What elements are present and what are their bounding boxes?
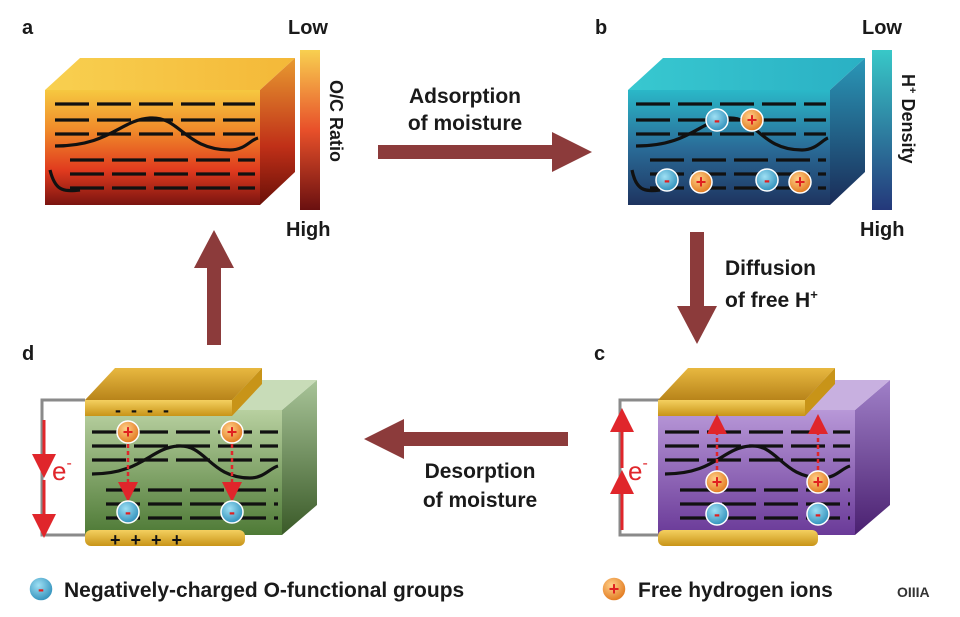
- arrow-label-line2: of free H+: [725, 287, 818, 312]
- panel-label-c: c: [594, 343, 605, 365]
- svg-text:-: -: [38, 579, 44, 599]
- panel-a: a Low High O/C Ratio: [22, 17, 346, 241]
- svg-text:-: -: [229, 502, 235, 522]
- circuit-wire: [618, 398, 660, 537]
- arrow-label-line1: Desorption: [425, 460, 536, 483]
- h-density-scale-bar: [872, 50, 892, 210]
- svg-text:+: +: [123, 422, 134, 442]
- arrow-diffusion: Diffusion of free H+: [677, 232, 818, 344]
- legend-negative-label: Negatively-charged O-functional groups: [64, 579, 464, 602]
- top-electrode-front: [85, 400, 232, 416]
- pos-ion: +: [116, 420, 140, 444]
- scale-high-label: High: [860, 219, 904, 241]
- electron-label: e-: [52, 455, 72, 486]
- oc-ratio-scale-bar: [300, 50, 320, 210]
- svg-text:+: +: [813, 472, 824, 492]
- block-side: [282, 380, 317, 535]
- svg-text:+: +: [747, 110, 758, 130]
- neg-ion: -: [705, 108, 729, 132]
- block-side: [830, 58, 865, 205]
- scale-title: O/C Ratio: [326, 80, 346, 162]
- top-electrode-side: [805, 368, 835, 416]
- pos-ion: +: [220, 420, 244, 444]
- block-side: [855, 380, 890, 535]
- arrow-label-line2: of moisture: [423, 489, 537, 512]
- svg-text:+: +: [712, 472, 723, 492]
- svg-text:-: -: [714, 504, 720, 524]
- svg-text:+: +: [795, 172, 806, 192]
- neg-ion: -: [806, 502, 830, 526]
- svg-text:H+ Density: H+ Density: [898, 74, 918, 163]
- block-top: [45, 58, 295, 90]
- arrow-label-line2: of moisture: [408, 112, 522, 135]
- arrow-adsorption: Adsorption of moisture: [378, 85, 592, 172]
- legend: - Negatively-charged O-functional groups…: [28, 576, 930, 602]
- panel-label-d: d: [22, 343, 34, 365]
- svg-text:-: -: [714, 110, 720, 130]
- svg-text:-: -: [815, 504, 821, 524]
- pos-ion: +: [806, 470, 830, 494]
- arrow-return-up: [194, 230, 234, 345]
- top-electrode: [658, 368, 835, 400]
- graphene-curves: [48, 116, 259, 193]
- neg-ion: -: [116, 500, 140, 524]
- top-electrode-side: [232, 368, 262, 416]
- pos-ion: +: [705, 470, 729, 494]
- bottom-positive-charges: + + + +: [110, 530, 182, 550]
- svg-text:+: +: [696, 172, 707, 192]
- bottom-electrode: [658, 530, 818, 546]
- svg-text:+: +: [609, 579, 620, 599]
- pos-ion: +: [689, 170, 713, 194]
- pos-ion: +: [740, 108, 764, 132]
- watermark: OIIIA: [897, 584, 930, 600]
- panel-b: b - + - + - + Low High H+ Density: [595, 17, 918, 241]
- neg-ion: -: [655, 168, 679, 192]
- arrow-label-line1: Diffusion: [725, 257, 816, 280]
- block-side: [260, 58, 295, 205]
- svg-text:-: -: [664, 170, 670, 190]
- neg-ion: -: [220, 500, 244, 524]
- top-electrode-front: [658, 400, 805, 416]
- arrow-desorption: Desorption of moisture: [364, 419, 568, 512]
- bottom-electrode: [85, 530, 245, 546]
- scale-low-label: Low: [288, 17, 328, 39]
- block-front: [45, 90, 260, 205]
- panel-c: c e- + + - -: [594, 343, 890, 546]
- panel-label-b: b: [595, 17, 607, 39]
- graphene-curves: [91, 444, 279, 480]
- graphene-curves: [664, 444, 851, 480]
- svg-text:+: +: [227, 422, 238, 442]
- scale-title: H+ Density: [898, 74, 918, 163]
- legend-pos-ion-icon: +: [601, 576, 627, 602]
- svg-text:-: -: [764, 170, 770, 190]
- legend-neg-ion-icon: -: [28, 576, 54, 602]
- top-negative-charges: - - - -: [115, 400, 169, 420]
- scale-high-label: High: [286, 219, 330, 241]
- panel-label-a: a: [22, 17, 34, 39]
- block-top: [628, 58, 865, 90]
- panel-d: d e- - - - - + + + + + +: [22, 343, 317, 550]
- legend-positive-label: Free hydrogen ions: [638, 579, 833, 602]
- pos-ion: +: [788, 170, 812, 194]
- arrow-label-line1: Adsorption: [409, 85, 521, 108]
- electron-label: e-: [628, 455, 648, 486]
- scale-low-label: Low: [862, 17, 902, 39]
- neg-ion: -: [705, 502, 729, 526]
- neg-ion: -: [755, 168, 779, 192]
- svg-text:-: -: [125, 502, 131, 522]
- top-electrode: [85, 368, 262, 400]
- graphene-layers: [55, 102, 255, 190]
